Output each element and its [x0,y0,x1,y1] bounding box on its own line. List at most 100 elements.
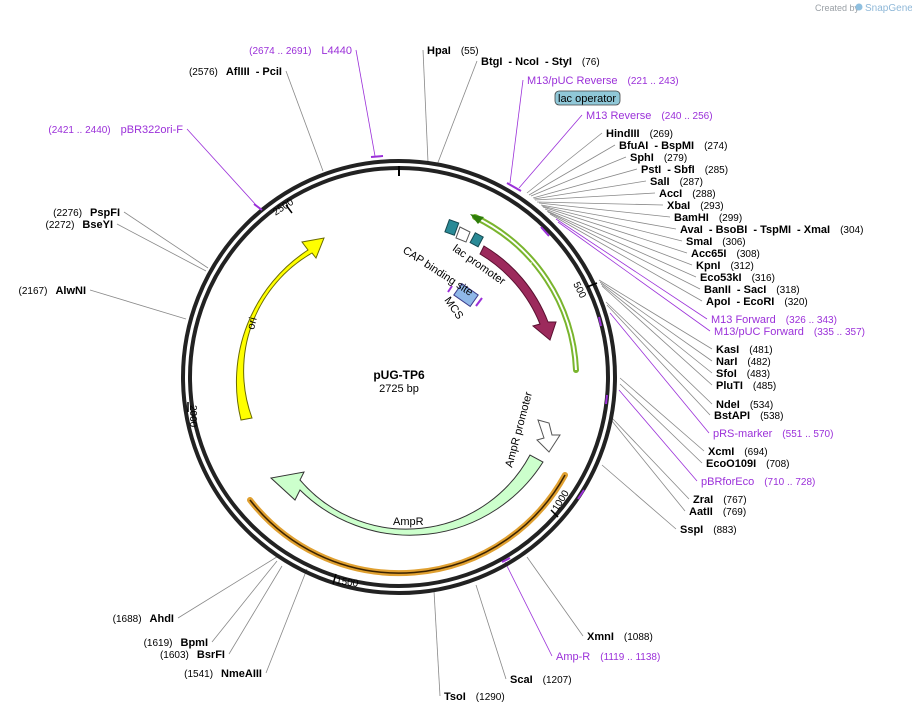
primer-label[interactable]: (2421 .. 2440)pBR322ori-F [48,124,183,136]
enzyme-site-label[interactable]: SphI(279) [630,152,687,164]
enzyme-site-label[interactable]: (2272)BseYI [46,219,113,231]
connector-line [538,202,671,218]
enzyme-site-label[interactable]: EcoO109I(708) [706,458,790,470]
enzyme-site-label[interactable]: PstI- SbfI(285) [641,164,728,176]
enzyme-name: EcoRI [743,296,774,308]
enzyme-name: BspMI [661,140,694,152]
enzyme-site-label[interactable]: (1541)NmeAIII [184,668,262,680]
ampr-promoter-feature[interactable] [536,419,561,453]
enzyme-site-label[interactable]: (1603)BsrFI [160,649,225,661]
enzyme-position: (534) [750,400,773,411]
enzyme-site-label[interactable]: BanII- SacI(318) [704,284,800,296]
lacza-feature[interactable] [479,245,557,341]
enzyme-site-label[interactable]: BtgI- NcoI- StyI(76) [481,56,600,68]
plasmid-size: 2725 bp [379,383,419,395]
primer-label[interactable]: Amp-R(1119 .. 1138) [556,651,660,663]
primer-label[interactable]: M13 Forward(326 .. 343) [711,314,837,326]
enzyme-site-label[interactable]: (1619)BpmI [144,637,208,649]
lacza-strand-arrowhead [470,214,484,224]
enzyme-site-label[interactable]: BfuAI- BspMI(274) [619,140,727,152]
enzyme-name: AvaI [680,224,703,236]
enzyme-separator: - [508,56,515,68]
enzyme-position: (288) [692,189,715,200]
enzyme-separator: - [256,66,263,78]
ori-feature[interactable] [235,237,325,421]
connector-line [475,584,507,680]
primer-position: (1119 .. 1138) [600,652,660,663]
primer-label[interactable]: pRS-marker(551 .. 570) [713,428,833,440]
enzyme-site-label[interactable]: Acc65I(308) [691,248,760,260]
primer-label[interactable]: M13 Reverse(240 .. 256) [586,110,713,122]
primer-position: (710 .. 728) [764,477,815,488]
enzyme-name: SspI [680,524,703,536]
enzyme-site-label[interactable]: ApoI- EcoRI(320) [706,296,808,308]
enzyme-name: ScaI [510,674,533,686]
lac-operator-feature[interactable] [469,232,484,248]
connector-line [611,417,690,500]
enzyme-position: (2276) [53,208,82,219]
enzyme-site-label[interactable]: KasI(481) [716,344,773,356]
enzyme-name: BanII [704,284,731,296]
enzyme-site-label[interactable]: XmnI(1088) [587,631,653,643]
enzyme-name: SacI [744,284,767,296]
primer-label[interactable]: pBRforEco(710 .. 728) [701,476,815,488]
tick-mark [586,282,598,288]
connector-line [542,206,688,254]
enzyme-name: EcoO109I [706,458,756,470]
primer-label[interactable]: M13/pUC Reverse(221 .. 243) [527,75,679,87]
enzyme-site-label[interactable]: ScaI(1207) [510,674,572,686]
connector-line [605,301,713,405]
enzyme-site-label[interactable]: SmaI(306) [686,236,746,248]
backbone-outer [181,159,617,595]
enzyme-site-label[interactable]: Eco53kI(316) [700,272,775,284]
enzyme-separator: - [753,224,760,236]
connector-line [555,218,708,320]
enzyme-site-label[interactable]: XcmI(694) [708,446,768,458]
enzyme-site-label[interactable]: BstAPI(538) [714,410,783,422]
enzyme-site-label[interactable]: AatII(769) [689,506,746,518]
enzyme-site-label[interactable]: (2167)AlwNI [19,285,86,297]
enzyme-site-label[interactable]: KpnI(312) [696,260,754,272]
mcs-edge [447,285,453,293]
connector-line [544,208,693,266]
primer-mark [253,203,263,211]
lac-operator-badge[interactable] [554,90,621,106]
enzyme-position: (1603) [160,650,189,661]
lac-promoter-feature[interactable] [455,226,471,243]
enzyme-site-label[interactable]: AccI(288) [659,188,716,200]
enzyme-name: Acc65I [691,248,726,260]
enzyme-site-label[interactable]: SfoI(483) [716,368,770,380]
enzyme-position: (2272) [46,220,75,231]
enzyme-position: (767) [723,495,746,506]
connector-line [436,60,478,166]
primer-label[interactable]: (2674 .. 2691)L4440 [249,45,352,57]
mcs-feature[interactable] [453,282,479,308]
enzyme-site-label[interactable]: TsoI(1290) [444,691,505,703]
primer-label[interactable]: M13/pUC Forward(335 .. 357) [714,326,865,338]
enzyme-site-label[interactable]: XbaI(293) [667,200,724,212]
connector-line [618,389,698,482]
enzyme-site-label[interactable]: ZraI(767) [693,494,747,506]
enzyme-position: (269) [650,129,673,140]
enzyme-site-label[interactable]: (1688)AhdI [113,613,174,625]
ampr-feature[interactable] [269,454,544,536]
cap-binding-site-feature[interactable] [444,219,460,236]
enzyme-site-label[interactable]: PluTI(485) [716,380,776,392]
enzyme-site-label[interactable]: SspI (883) [680,524,737,536]
enzyme-position: (883) [713,525,736,536]
enzyme-site-label[interactable]: SalI(287) [650,176,703,188]
enzyme-site-label[interactable]: (2576)AflIII- PciI [189,66,282,78]
enzyme-name: PstI [641,164,661,176]
enzyme-site-label[interactable]: BamHI(299) [674,212,742,224]
enzyme-position: (694) [744,447,767,458]
enzyme-site-label[interactable]: HindIII(269) [606,128,673,140]
connector-line [285,70,324,172]
enzyme-site-label[interactable]: AvaI- BsoBI- TspMI- XmaI(304) [680,224,863,236]
enzyme-site-label[interactable]: NarI(482) [716,356,771,368]
enzyme-position: (538) [760,411,783,422]
enzyme-site-label[interactable]: NdeI(534) [716,399,773,411]
enzyme-site-label[interactable]: (2276)PspFI [53,207,120,219]
primer-position: (221 .. 243) [627,76,678,87]
enzyme-site-label[interactable]: HpaI(55) [427,45,479,57]
connector-line [532,168,638,199]
